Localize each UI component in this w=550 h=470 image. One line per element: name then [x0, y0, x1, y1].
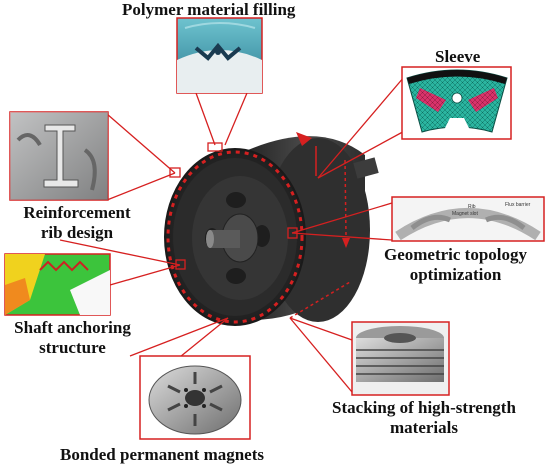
- callout-marker-shaft: [175, 259, 186, 270]
- inset-polymer: [176, 17, 263, 94]
- rotor: [164, 132, 379, 326]
- label-geo-line1: Geometric topology: [383, 245, 528, 264]
- label-magnets: Bonded permanent magnets: [60, 445, 264, 465]
- label-sleeve-text: Sleeve: [435, 47, 481, 66]
- rotation-arc: [344, 159, 347, 236]
- label-rib: Reinforcement rib design: [2, 203, 152, 243]
- topology-flux-label: Flux barrier: [505, 202, 531, 208]
- magnet-ring-dashes: [166, 150, 304, 324]
- label-geo-line2: optimization: [409, 265, 502, 284]
- web-hole: [226, 192, 246, 208]
- inset-topology: Magnet slot Rib Flux barrier: [391, 196, 545, 242]
- inset-magnets: [139, 355, 251, 440]
- rear-shaft: [353, 157, 379, 179]
- label-rib-line2: rib design: [40, 223, 114, 242]
- label-sleeve: Sleeve: [435, 47, 480, 67]
- callout-marker-rib: [169, 167, 181, 178]
- label-stack-line1: Stacking of high-strength: [332, 398, 516, 417]
- inset-rib: [9, 111, 109, 201]
- topology-magnet-label: Magnet slot: [452, 211, 478, 217]
- label-shaft-anchoring: Shaft anchoring structure: [0, 318, 145, 358]
- label-shaft-line1: Shaft anchoring: [14, 318, 131, 337]
- callout-marker-geo: [287, 227, 298, 239]
- label-stacking: Stacking of high-strength materials: [300, 398, 548, 438]
- label-geometric-topology: Geometric topology optimization: [363, 245, 548, 285]
- inset-stacking: [351, 321, 450, 396]
- inset-sleeve: [401, 66, 512, 140]
- label-polymer: Polymer material filling: [122, 0, 295, 20]
- front-shaft: [210, 230, 240, 248]
- web-hole: [226, 268, 246, 284]
- rotation-arrowhead: [296, 132, 312, 146]
- label-rib-line1: Reinforcement: [23, 203, 131, 222]
- label-stack-line2: materials: [390, 418, 458, 437]
- callout-marker-polymer: [207, 142, 223, 152]
- topology-rib-label: Rib: [468, 204, 476, 210]
- label-shaft-line2: structure: [39, 338, 106, 357]
- callout-lines: [59, 69, 411, 393]
- label-magnets-text: Bonded permanent magnets: [60, 445, 265, 464]
- inset-shaft: [4, 253, 111, 316]
- rotation-arrowhead: [342, 238, 350, 248]
- label-polymer-text: Polymer material filling: [122, 0, 296, 19]
- front-shaft-end: [206, 230, 214, 248]
